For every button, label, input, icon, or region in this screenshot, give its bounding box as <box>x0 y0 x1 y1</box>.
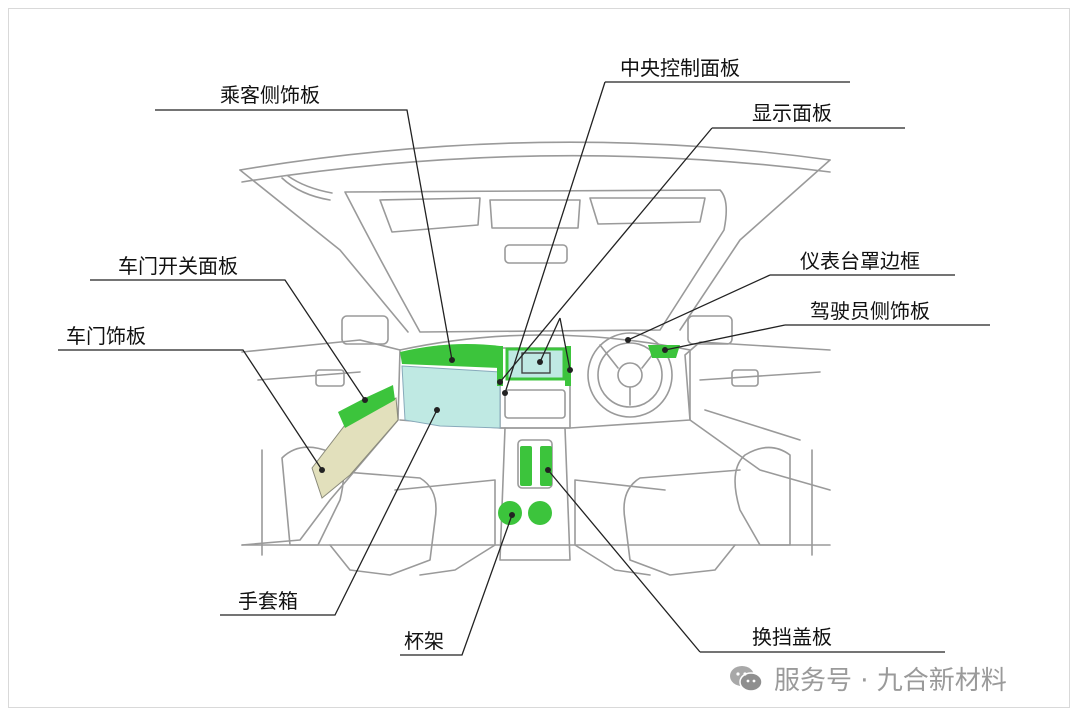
watermark: 服务号 · 九合新材料 <box>728 660 1007 697</box>
leader-shift <box>547 469 945 653</box>
rearview-mirror <box>504 244 568 264</box>
leader-dash-bezel <box>627 274 955 341</box>
figure-frame <box>8 8 1070 708</box>
label-center-console: 中央控制面板 <box>620 56 740 80</box>
watermark-text: 服务号 · 九合新材料 <box>774 666 1007 696</box>
leader-door-switch <box>90 279 366 401</box>
highlighted-parts <box>311 344 680 525</box>
label-shift-cover: 换挡盖板 <box>752 625 832 649</box>
console-panel-part <box>497 346 503 386</box>
label-glove-box: 手套箱 <box>238 589 298 613</box>
windshield-glass <box>344 189 728 333</box>
shift-cover-part <box>520 446 532 486</box>
label-display-panel: 显示面板 <box>752 101 832 125</box>
windshield-frame <box>239 141 831 171</box>
dashboard <box>399 334 691 429</box>
label-driver-trim: 驾驶员侧饰板 <box>810 299 930 323</box>
steering-wheel <box>587 332 673 418</box>
right-side-mirror <box>687 315 733 345</box>
wechat-icon <box>730 665 763 692</box>
label-cup-holder: 杯架 <box>404 629 444 653</box>
leader-display-2 <box>539 317 571 371</box>
label-dash-bezel: 仪表台罩边框 <box>800 249 920 273</box>
display-part <box>505 347 566 381</box>
leader-center-console <box>504 81 850 394</box>
cupholder-right <box>528 501 552 525</box>
right-door <box>684 341 831 491</box>
leader-door-trim <box>58 349 323 471</box>
right-seat <box>734 446 791 546</box>
passenger-trim-part <box>400 344 500 368</box>
label-passenger-trim: 乘客侧饰板 <box>220 83 320 107</box>
door-switch-part <box>338 385 395 428</box>
left-side-mirror <box>341 315 389 345</box>
label-door-switch: 车门开关面板 <box>118 254 238 278</box>
display-screen <box>521 352 551 374</box>
label-door-trim: 车门饰板 <box>66 324 146 348</box>
glovebox-part <box>401 365 501 429</box>
leader-passenger-trim <box>155 109 453 361</box>
leader-cupholder <box>400 514 513 656</box>
leader-display <box>499 127 905 383</box>
leader-glovebox <box>220 409 438 616</box>
leader-driver-trim <box>664 324 990 351</box>
